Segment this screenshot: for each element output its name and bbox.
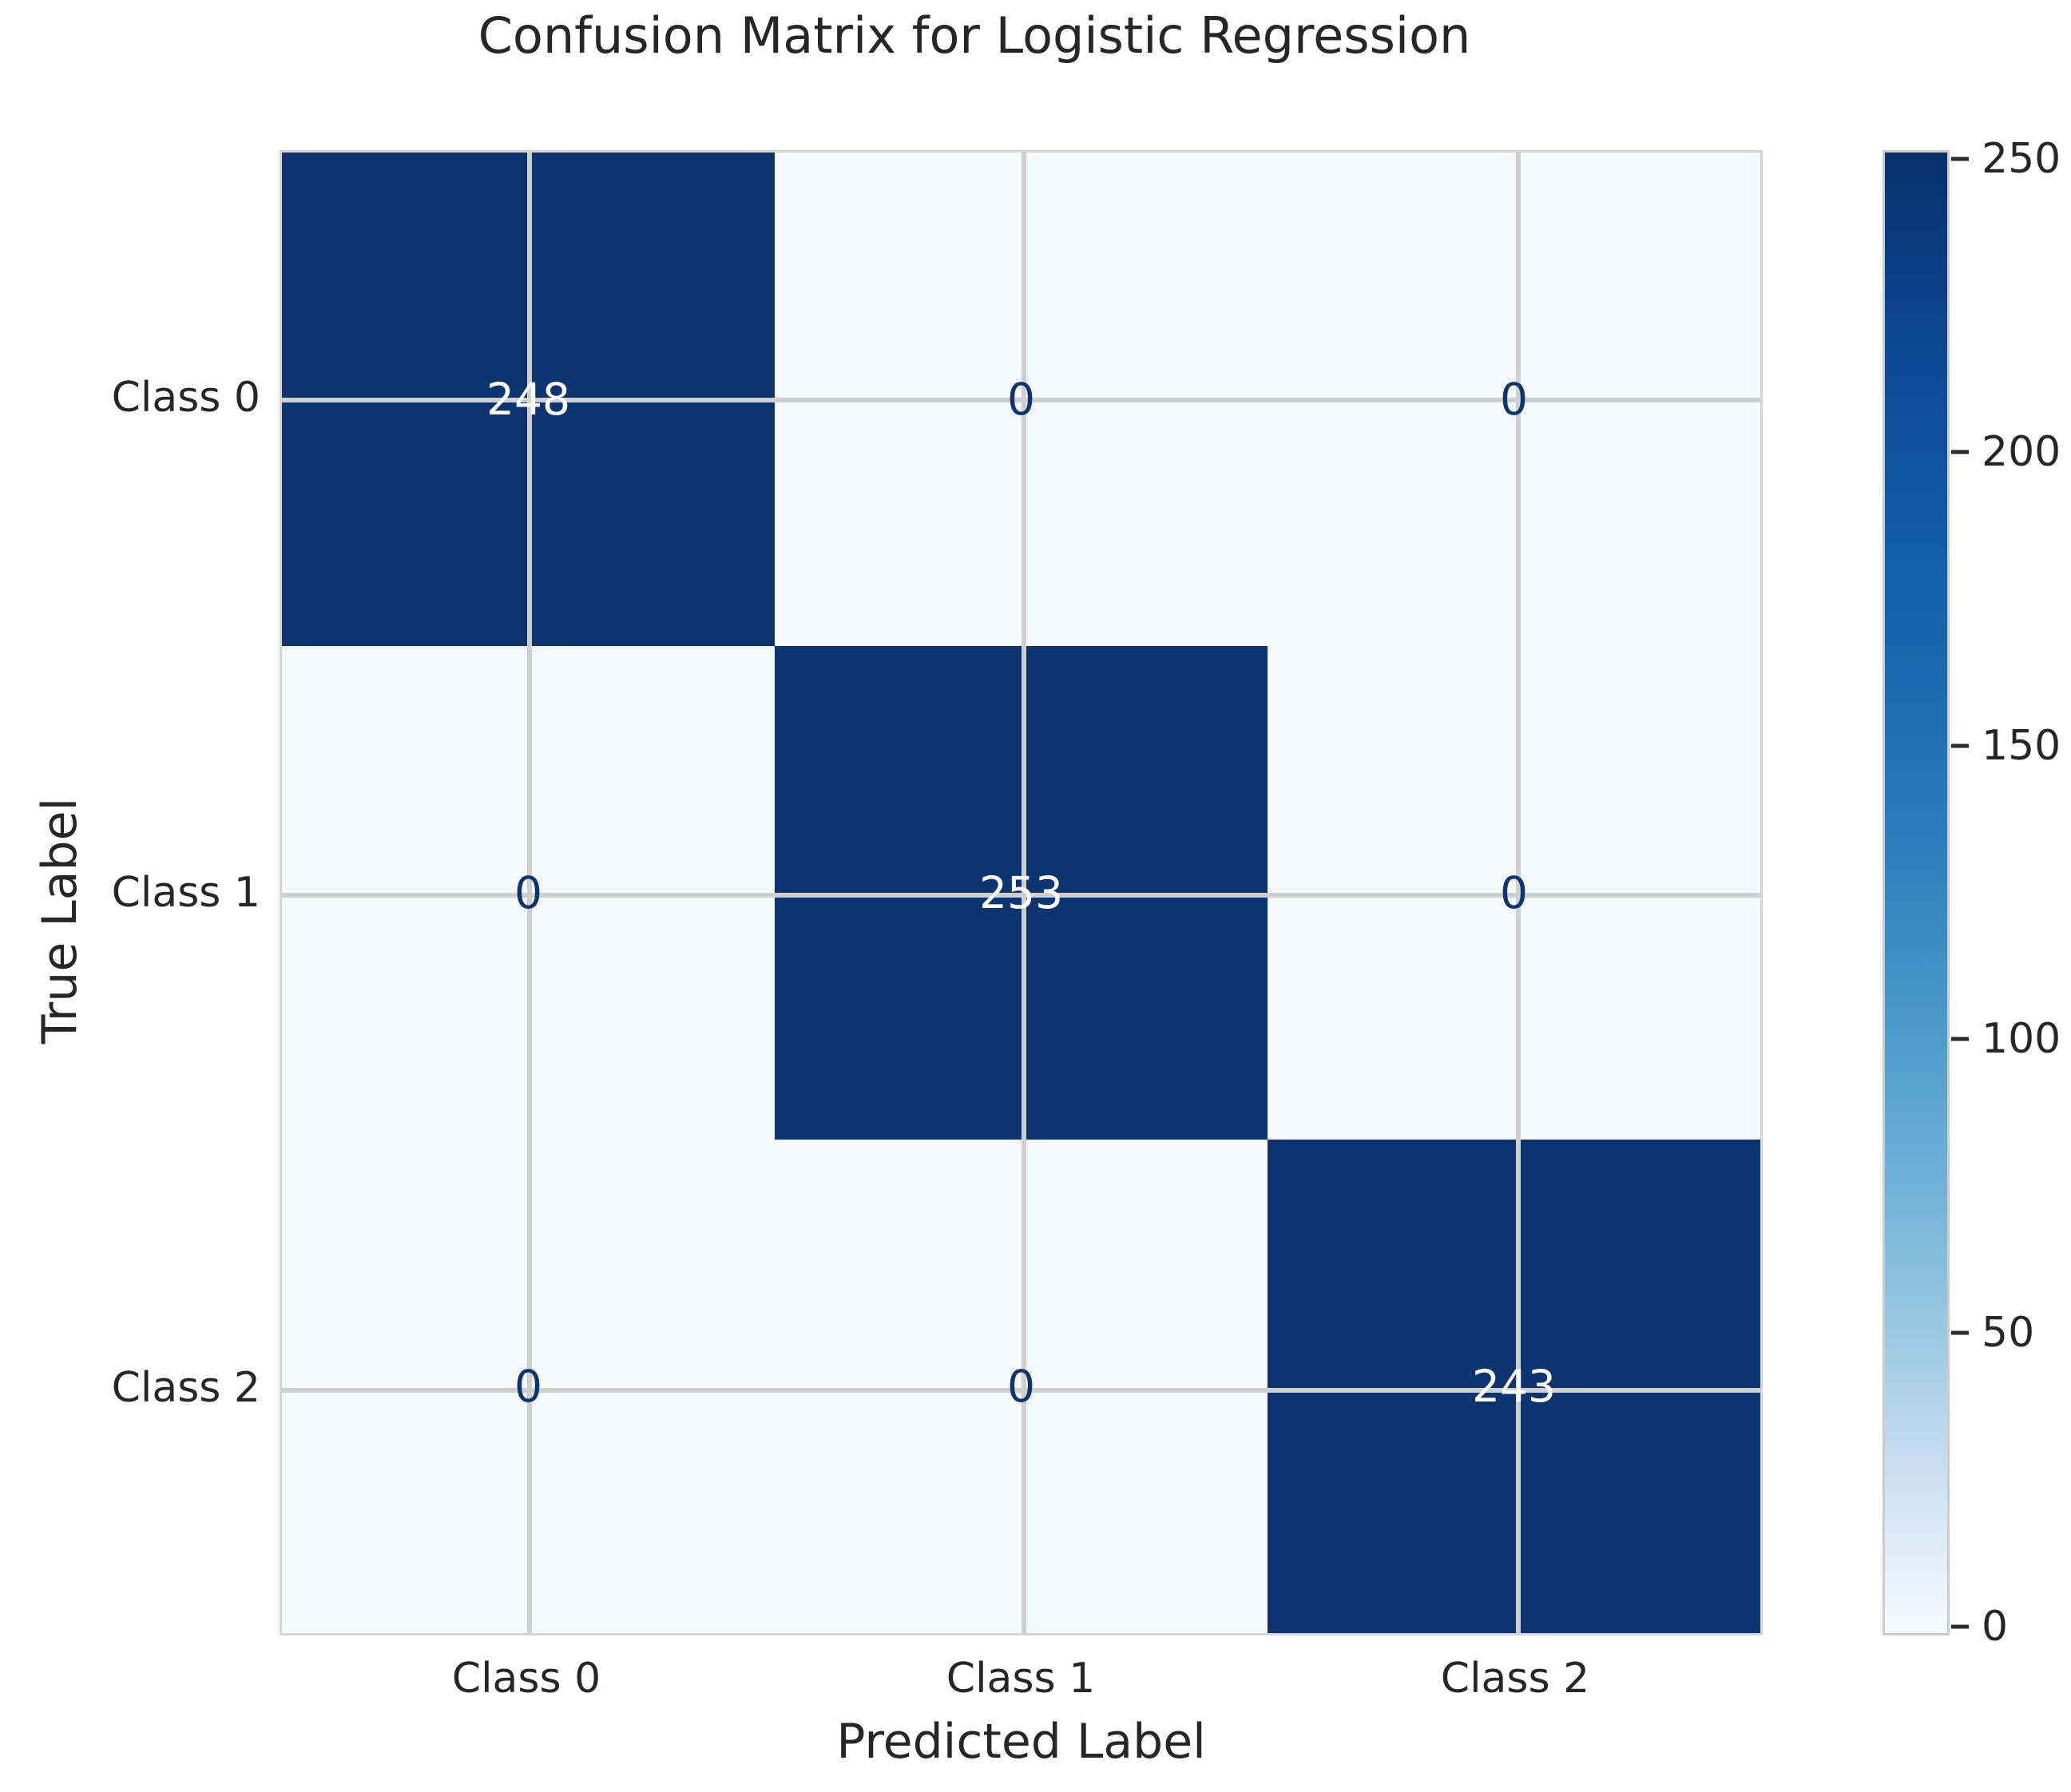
heatmap-cell-r0c2[interactable]: 0 — [1268, 153, 1760, 646]
colorbar-tick-label-200: 200 — [1982, 428, 2061, 476]
colorbar: 250 200 150 100 50 0 — [1883, 135, 2061, 1651]
y-tick-label-0: Class 0 — [111, 374, 260, 422]
heatmap-cell-r2c2[interactable]: 243 — [1268, 1140, 1760, 1633]
heatmap-cell-value: 0 — [1500, 373, 1528, 425]
heatmap-cell-value: 0 — [1007, 1360, 1035, 1412]
heatmap-cell-value: 0 — [1007, 373, 1035, 425]
colorbar-tick-mark — [1951, 450, 1969, 454]
y-tick-label-2: Class 2 — [111, 1364, 260, 1412]
heatmap-cell-r1c0[interactable]: 0 — [282, 646, 775, 1140]
heatmap-cell-value: 0 — [1500, 866, 1528, 918]
colorbar-tick-label-100: 100 — [1982, 1015, 2061, 1063]
colorbar-tick-label-250: 250 — [1982, 135, 2061, 183]
colorbar-tick-mark — [1951, 157, 1969, 161]
heatmap-cell-value: 0 — [514, 866, 542, 918]
colorbar-tick-label-0: 0 — [1982, 1603, 2009, 1651]
heatmap-cell-r1c1[interactable]: 253 — [775, 646, 1268, 1140]
colorbar-tick-label-50: 50 — [1982, 1309, 2035, 1357]
y-axis-title: True Label — [32, 797, 88, 1045]
colorbar-tick-mark — [1951, 1330, 1969, 1335]
heatmap-cell-r2c1[interactable]: 0 — [775, 1140, 1268, 1633]
colorbar-tick-mark — [1951, 1624, 1969, 1629]
heatmap-cell-r1c2[interactable]: 0 — [1268, 646, 1760, 1140]
colorbar-tick-mark — [1951, 743, 1969, 748]
heatmap-grid: 248 0 0 0 253 0 0 0 243 — [282, 153, 1760, 1633]
colorbar-tick-label-150: 150 — [1982, 722, 2061, 770]
x-tick-label-0: Class 0 — [451, 1655, 601, 1703]
colorbar-tick-mark — [1951, 1037, 1969, 1041]
y-tick-label-1: Class 1 — [111, 869, 260, 917]
colorbar-gradient — [1883, 150, 1950, 1635]
page-title: Confusion Matrix for Logistic Regression — [478, 6, 1471, 65]
heatmap-cell-r2c0[interactable]: 0 — [282, 1140, 775, 1633]
heatmap-cell-r0c0[interactable]: 248 — [282, 153, 775, 646]
x-axis-title: Predicted Label — [836, 1714, 1206, 1770]
heatmap-cell-value: 253 — [979, 866, 1063, 918]
x-tick-label-1: Class 1 — [946, 1655, 1096, 1703]
heatmap-cell-r0c1[interactable]: 0 — [775, 153, 1268, 646]
heatmap-cell-value: 243 — [1472, 1360, 1556, 1412]
heatmap-cell-value: 248 — [486, 373, 570, 425]
heatmap-plot-area: 248 0 0 0 253 0 0 0 243 — [280, 150, 1763, 1635]
heatmap-cell-value: 0 — [514, 1360, 542, 1412]
x-tick-label-2: Class 2 — [1440, 1655, 1590, 1703]
